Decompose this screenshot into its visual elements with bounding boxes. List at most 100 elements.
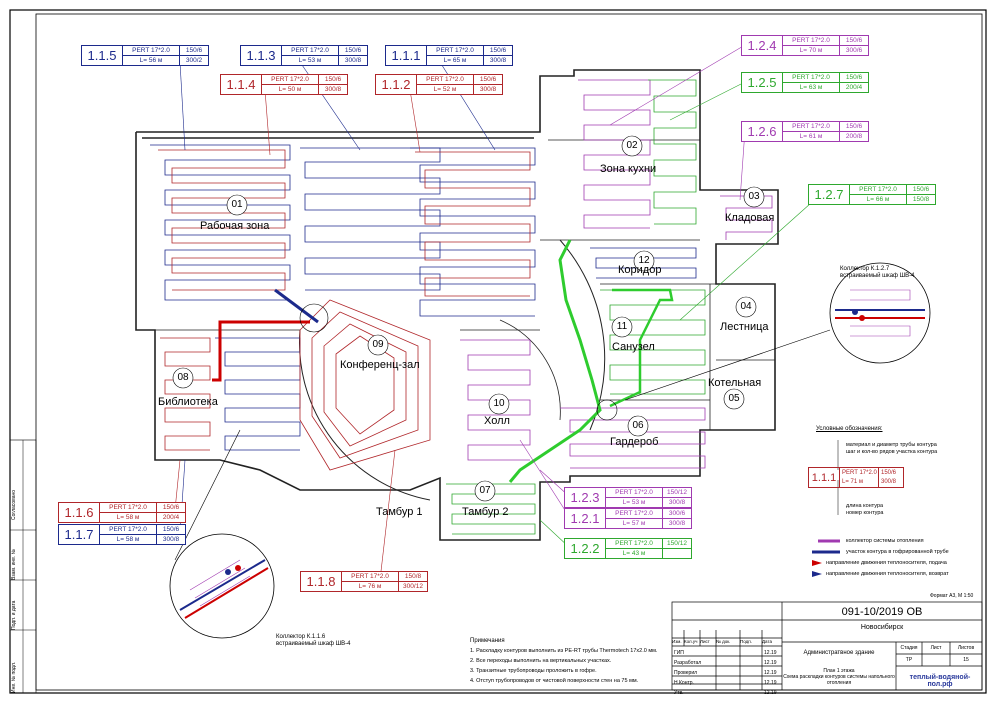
room-markers xyxy=(172,135,765,502)
loop-id: 1.2.2 xyxy=(565,539,606,558)
loop-step-b: 150/8 xyxy=(912,196,930,203)
loop-step-a: 150/6 xyxy=(474,75,502,85)
loop-pipe: PERT 17*2.0 xyxy=(606,488,662,498)
loop-pipe: PERT 17*2.0 xyxy=(783,36,839,46)
legend-sample-len: L= 71 м xyxy=(842,479,863,486)
collector-1-2-7-caption: Коллектор К.1.2.7 встраиваемый шкаф ШВ-4 xyxy=(840,266,915,280)
collector-caption-line1: Коллектор К.1.2.7 xyxy=(840,266,890,272)
collector-caption-line2: встраиваемый шкаф ШВ-4 xyxy=(276,641,351,647)
room-number: 03 xyxy=(748,191,760,202)
room-name: Тамбур 2 xyxy=(462,506,509,518)
legend-collector: коллектор системы отопления xyxy=(846,538,924,544)
collector-caption-line1: Коллектор К.1.1.6 xyxy=(276,634,326,640)
legend-graphics xyxy=(812,440,840,577)
loop-id: 1.2.3 xyxy=(565,488,606,507)
tb-dates: 12.19 12.19 12.19 12.19 12.19 xyxy=(764,648,777,698)
note-item: 1. Раскладку контуров выполнить из PE-RT… xyxy=(470,648,658,654)
loop-step-a: 150/6 xyxy=(319,75,347,85)
title-block-grid xyxy=(671,601,983,691)
loop-length: L= 66 м xyxy=(866,196,890,203)
tb-h-list: Лист xyxy=(700,639,710,644)
tb-role-razr: Разработал xyxy=(674,660,702,666)
tb-date: 12.19 xyxy=(764,670,777,676)
loop-length: L= 57 м xyxy=(622,520,646,527)
city: Новосибирск xyxy=(860,624,904,631)
sheets-value: 15 xyxy=(963,657,969,663)
note-item: 2. Все переходы выполнить на вертикальны… xyxy=(470,658,612,664)
loop-length: L= 52 м xyxy=(433,86,457,93)
header-sheets: Листов xyxy=(957,645,975,651)
transit-lines xyxy=(212,239,674,483)
room-number: 07 xyxy=(479,485,491,496)
loop-step-a: 150/6 xyxy=(484,46,512,56)
legend-supply: направление движения теплоносителя, пода… xyxy=(826,560,947,566)
building-walls xyxy=(135,69,779,541)
room-name: Конференц-зал xyxy=(340,359,420,371)
loop-pipe: PERT 17*2.0 xyxy=(783,122,839,132)
loop-step-b: 300/2 xyxy=(185,57,203,64)
legend-sample-a: 150/6 xyxy=(881,469,897,476)
loop-step-a: 150/6 xyxy=(840,122,868,132)
loop-step-b: 300/8 xyxy=(668,499,686,506)
room-marker-circle xyxy=(723,388,745,410)
collector-detail-1-1-6 xyxy=(169,533,275,639)
loop-step-a: 300/6 xyxy=(663,509,691,519)
loop-step-b: 300/8 xyxy=(324,86,342,93)
loop-step-a: 150/8 xyxy=(399,572,427,582)
room-marker-circle xyxy=(743,186,765,208)
loop-pipe: PERT 17*2.0 xyxy=(282,46,338,56)
loop-step-b: 300/12 xyxy=(403,583,423,590)
side-stamp-vzam: Взам. инв. № xyxy=(11,549,17,580)
room-number: 08 xyxy=(177,372,189,383)
room-number: 09 xyxy=(372,339,384,350)
loop-id: 1.1.8 xyxy=(301,572,342,591)
room-marker-circle xyxy=(474,480,496,502)
tb-h-date: Дата xyxy=(762,639,772,644)
loop-length: L= 76 м xyxy=(358,583,382,590)
room-name: Рабочая зона xyxy=(200,220,270,232)
legend-sample-b: 300/8 xyxy=(881,479,897,486)
loop-step-b: 200/8 xyxy=(845,133,863,140)
tb-h-podp: Подп. xyxy=(740,639,752,644)
loop-step-a: 150/6 xyxy=(840,36,868,46)
legend-sample-pipe: PERT 17*2.0 xyxy=(842,469,877,476)
loop-step-a: 150/6 xyxy=(180,46,208,56)
legend-spec-note: материал и диаметр трубы контура шаг и к… xyxy=(846,442,937,456)
tb-headers: Изм. Кол.уч Лист № док. Подп. Дата xyxy=(672,639,782,644)
loop-step-b: 300/8 xyxy=(479,86,497,93)
tb-date: 12.19 xyxy=(764,680,777,686)
loop-pipe: PERT 17*2.0 xyxy=(606,539,662,549)
room-marker-circle xyxy=(611,316,633,338)
loop-id: 1.2.5 xyxy=(742,73,783,92)
loop-id: 1.1.6 xyxy=(59,503,100,522)
legend-num-note: номер контура xyxy=(846,510,884,516)
room-name: Котельная xyxy=(708,377,762,389)
loop-step-b xyxy=(663,549,691,558)
loop-step-b: 300/8 xyxy=(344,57,362,64)
loop-step-a: 150/6 xyxy=(339,46,367,56)
loop-length: L= 50 м xyxy=(278,86,302,93)
leader-lines xyxy=(174,44,831,581)
loop-pipe: PERT 17*2.0 xyxy=(783,73,839,83)
loop-pipe: PERT 17*2.0 xyxy=(417,75,473,85)
sheet-border xyxy=(9,9,987,694)
legend-sample-tag: 1.1.1 PERT 17*2.0 L= 71 м 150/6 300/8 xyxy=(808,467,904,488)
room-number: 01 xyxy=(231,199,243,210)
loop-length: L= 58 м xyxy=(116,536,140,543)
room-number: 02 xyxy=(626,140,638,151)
loop-step-a: 150/6 xyxy=(157,525,185,535)
tb-role-nk: Н.Контр. xyxy=(674,680,694,686)
loop-id: 1.1.2 xyxy=(376,75,417,94)
loop-pipe: PERT 17*2.0 xyxy=(100,503,156,513)
